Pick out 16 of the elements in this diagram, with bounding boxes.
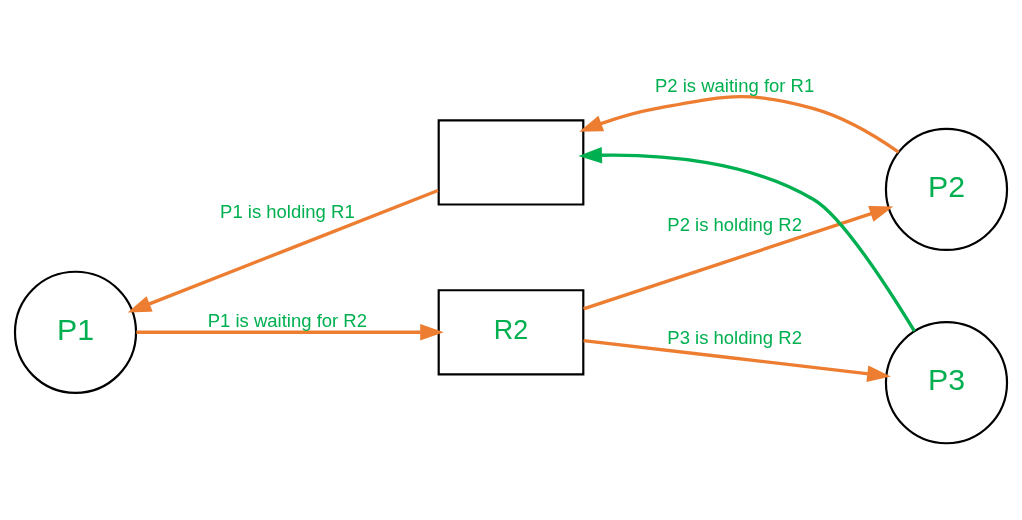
arrow (583, 338, 891, 382)
node-circle: P1 (13, 270, 138, 394)
node-box (437, 119, 585, 206)
arrow (136, 324, 444, 341)
node-box: R2 (437, 289, 585, 376)
node-circle: P2 (884, 127, 1009, 251)
node-circle: P3 (884, 321, 1009, 445)
arrow (583, 206, 894, 311)
arrow (578, 146, 916, 332)
edge-label: P1 is waiting for R2 (207, 309, 367, 331)
arrow (127, 188, 439, 313)
edge-label: P3 is holding R2 (667, 326, 802, 348)
edge-label: P2 is holding R2 (667, 214, 802, 236)
edge-label: P2 is waiting for R1 (655, 74, 815, 96)
edge-label: P1 is holding R1 (220, 200, 355, 222)
arrow (579, 95, 900, 154)
